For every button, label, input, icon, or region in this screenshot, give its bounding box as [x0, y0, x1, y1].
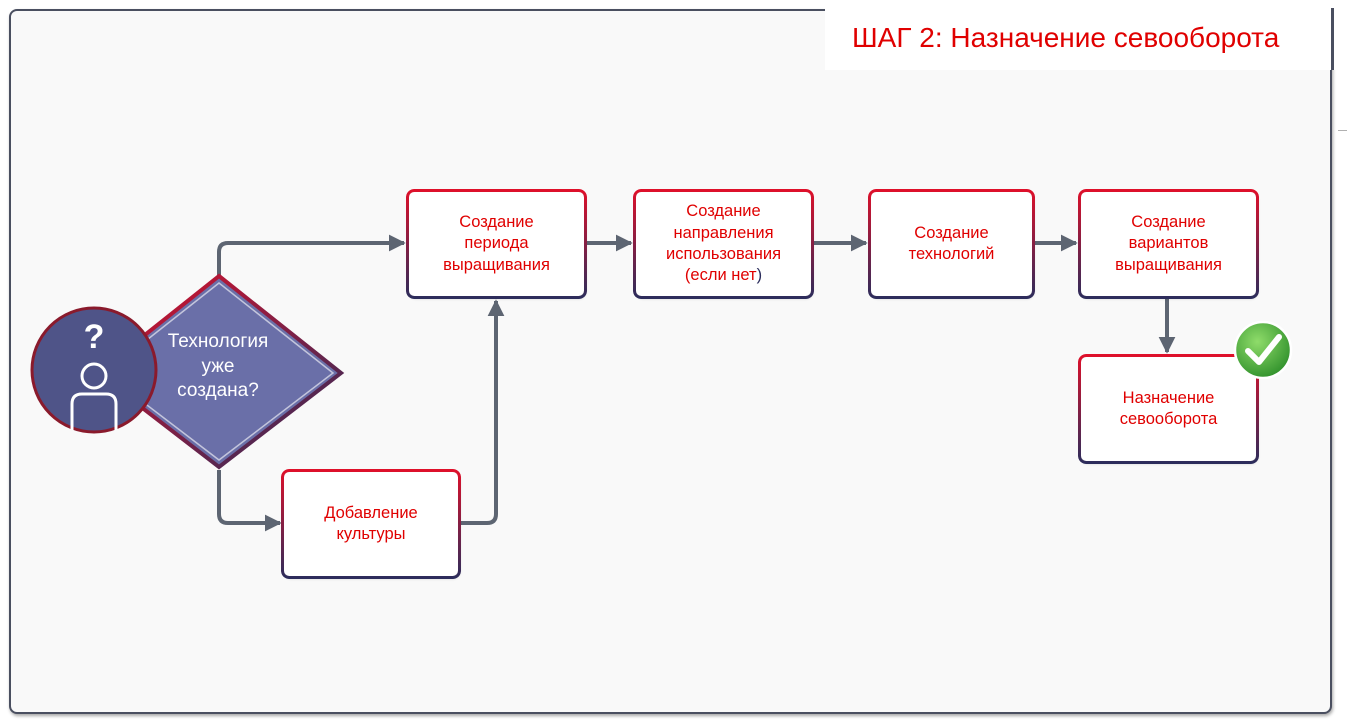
step-growing-period-label: Создание периода выращивания	[443, 212, 550, 274]
step-growing-variants: Создание вариантов выращивания	[1081, 192, 1256, 296]
step-usage-direction: Создание направления использования (если…	[636, 192, 811, 296]
frame-edge	[1331, 8, 1334, 70]
step-growing-variants-label: Создание вариантов выращивания	[1115, 212, 1222, 274]
arrow-decision-to-crop	[217, 470, 282, 532]
title-area	[825, 0, 1339, 70]
step-add-crop: Добавление культуры	[284, 472, 458, 576]
step-growing-period: Создание периода выращивания	[409, 192, 584, 296]
arrow-decision-to-period	[217, 234, 406, 275]
step-technologies: Создание технологий	[871, 192, 1032, 296]
step-add-crop-label: Добавление культуры	[324, 503, 418, 543]
checkmark-icon	[1233, 320, 1293, 380]
step-crop-rotation: Назначение севооборота	[1081, 357, 1256, 461]
page-title: ШАГ 2: Назначение севооборота	[852, 22, 1280, 53]
step-crop-rotation-label: Назначение севооборота	[1119, 388, 1218, 428]
step-technologies-label: Создание технологий	[908, 223, 995, 263]
divider-tick	[1338, 130, 1347, 131]
user-question-icon: ?	[30, 306, 158, 434]
svg-text:?: ?	[84, 318, 105, 356]
step-usage-direction-label: Создание направления использования (если…	[665, 202, 782, 285]
arrow-crop-to-period	[460, 299, 505, 525]
decision-text: Технология уже создана?	[167, 331, 269, 402]
